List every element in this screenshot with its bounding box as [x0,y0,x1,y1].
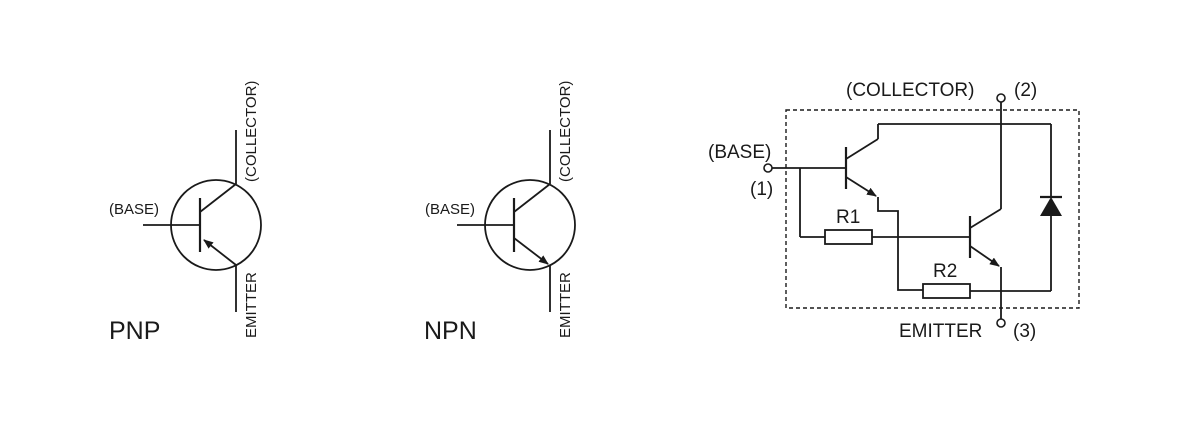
diode-triangle [1040,197,1062,216]
pnp-base-label: (BASE) [109,201,159,218]
base-label: (BASE) [708,142,771,163]
pnp-type-label: PNP [109,317,160,345]
r1-resistor [824,229,873,245]
pnp-emitter-branch [203,239,237,266]
collector-terminal [996,93,1006,103]
package-outline [785,109,1080,309]
base-terminal [763,163,773,173]
emitter-terminal [996,318,1006,328]
q1-emitter-wire [877,197,923,291]
q1-emitter-branch [845,176,877,197]
q1-collector-branch [845,138,879,160]
collector-pin-label: (2) [1014,80,1037,101]
emitter-label: EMITTER [899,321,982,342]
r2-resistor [922,283,971,299]
npn-collector-branch [513,183,551,213]
npn-emitter-branch [513,237,549,265]
npn-type-label: NPN [424,317,477,345]
q2-collector-branch [969,208,1002,229]
pnp-collector-branch [199,183,237,213]
npn-emitter-label: EMITTER [557,272,574,338]
q2-emitter-branch [969,245,1000,267]
pnp-collector-label: (COLLECTOR) [243,81,260,182]
npn-symbol: (BASE) (COLLECTOR) EMITTER NPN [424,81,576,345]
npn-collector-label: (COLLECTOR) [557,81,574,182]
r1-label: R1 [836,207,860,228]
npn-base-label: (BASE) [425,201,475,218]
base-pin-label: (1) [750,179,773,200]
pnp-emitter-label: EMITTER [243,272,260,338]
darlington-circuit: R1 R2 (COLLECTOR) (2) (BASE) (1) EMITTER… [708,80,1080,342]
pnp-symbol: (BASE) (COLLECTOR) EMITTER PNP [109,81,262,345]
emitter-pin-label: (3) [1013,321,1036,342]
r2-label: R2 [933,261,957,282]
collector-label: (COLLECTOR) [846,80,974,101]
